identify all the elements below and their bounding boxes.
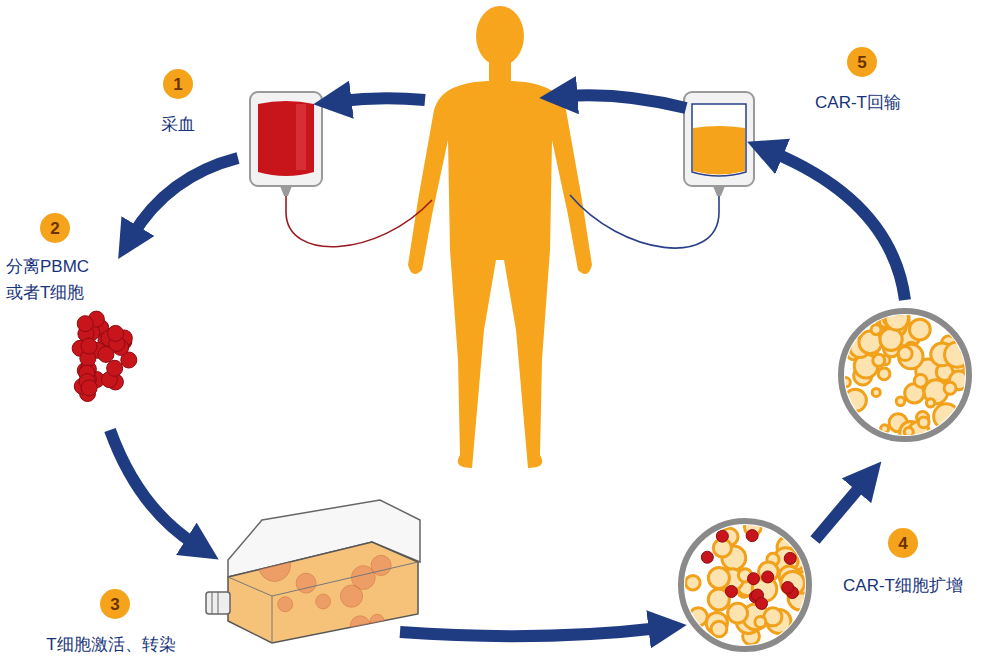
infusion-tube [570, 190, 719, 248]
step-label: CAR-T回输 [815, 90, 901, 116]
expanded-dish [841, 307, 970, 444]
callout-number: 2 [50, 220, 59, 237]
car-t-bag [684, 92, 754, 196]
callout-number: 3 [110, 596, 119, 613]
pbmc-cells [72, 311, 137, 401]
step-marker: 3T细胞激活、转染 [100, 589, 130, 619]
callout-number: 5 [857, 54, 866, 71]
step-marker: 4CAR-T细胞扩增 [888, 528, 918, 558]
step-label: 采血 [161, 112, 195, 138]
human-figure [408, 6, 592, 468]
step-label: T细胞激活、转染 [46, 632, 175, 658]
callout-number: 1 [173, 76, 182, 93]
expansion-dish [681, 519, 814, 649]
step-label: CAR-T细胞扩增 [843, 573, 963, 599]
blood-bag [250, 92, 322, 196]
blood-tube [286, 190, 432, 247]
culture-flask [206, 500, 420, 643]
callout-number: 4 [898, 535, 907, 552]
step-marker: 2分离PBMC 或者T细胞 [40, 213, 70, 243]
flow-arrows [110, 95, 905, 636]
step-label: 分离PBMC 或者T细胞 [6, 254, 98, 305]
step-marker: 5CAR-T回输 [847, 47, 877, 77]
step-marker: 1采血 [163, 69, 193, 99]
